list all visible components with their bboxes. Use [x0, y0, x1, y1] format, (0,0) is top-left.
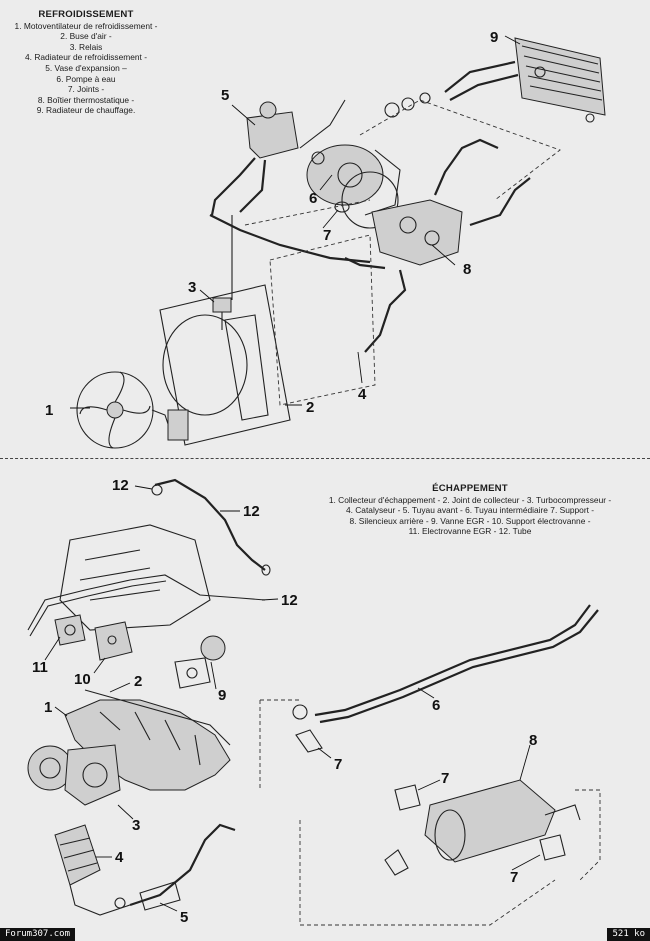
egr-solenoid — [54, 614, 86, 646]
cooling-callout: 8 — [463, 261, 471, 278]
egr-tube — [27, 478, 271, 637]
cooling-item: 7. Joints - — [67, 84, 105, 95]
cooling-item: 2. Buse d'air - — [60, 31, 112, 42]
exhaust-supports — [295, 729, 566, 876]
exhaust-callout: 12 — [243, 503, 260, 520]
cooling-item: 5. Vase d'expansion – — [45, 62, 127, 73]
cooling-callout: 3 — [188, 279, 196, 296]
cooling-item: 8. Boîtier thermostatique - — [37, 94, 135, 105]
expansion-tank — [210, 99, 346, 216]
cooling-item: 1. Motoventilateur de refroidissement - — [14, 20, 158, 31]
cooling-item: 4. Radiateur de refroidissement - — [25, 52, 147, 63]
exhaust-line: 1. Collecteur d'échappement - 2. Joint d… — [328, 494, 612, 505]
relay — [212, 297, 232, 330]
exhaust-callout: 11 — [32, 659, 48, 676]
cooling-legend: REFROIDISSEMENT 1. Motoventilateur de re… — [0, 9, 172, 116]
file-size-label: 521 ko — [607, 928, 650, 941]
exhaust-line: 4. Catalyseur - 5. Tuyau avant - 6. Tuya… — [345, 505, 595, 516]
exhaust-callout: 4 — [115, 849, 124, 866]
engine-block-ghost — [59, 524, 211, 631]
rear-silencer — [424, 779, 581, 863]
cooling-title: REFROIDISSEMENT — [38, 9, 134, 20]
exhaust-callout: 8 — [529, 732, 537, 749]
exhaust-callout: 12 — [281, 592, 298, 609]
cooling-callout: 2 — [306, 399, 314, 416]
exhaust-line: 8. Silencieux arrière - 9. Vanne EGR - 1… — [349, 515, 591, 526]
front-pipe — [114, 823, 236, 911]
air-shroud — [159, 284, 291, 446]
egr-valve — [174, 635, 226, 689]
exhaust-callout: 2 — [134, 673, 142, 690]
catalytic-converter — [54, 824, 131, 916]
cooling-item: 6. Pompe à eau — [56, 73, 116, 84]
cooling-radiator — [244, 99, 561, 406]
exhaust-callout: 1 — [44, 699, 52, 716]
cooling-item: 9. Radiateur de chauffage. — [36, 105, 136, 116]
cooling-item: 3. Relais — [69, 41, 103, 52]
cooling-callout: 6 — [309, 190, 317, 207]
section-divider — [0, 458, 650, 459]
fan-motor — [76, 371, 189, 449]
exhaust-title: ÉCHAPPEMENT — [432, 483, 508, 494]
exhaust-callout: 9 — [218, 687, 226, 704]
exhaust-callout: 12 — [112, 477, 129, 494]
cooling-callouts: 1 2 3 4 5 6 7 8 9 — [45, 29, 521, 419]
solenoid-bracket — [94, 621, 133, 661]
cooling-callout: 1 — [45, 402, 53, 419]
exhaust-callouts: 12 12 12 11 10 9 1 2 3 4 5 6 7 7 7 8 — [32, 477, 541, 926]
exhaust-callout: 7 — [334, 756, 342, 773]
cooling-callout: 9 — [490, 29, 498, 46]
exhaust-line: 11. Electrovanne EGR - 12. Tube — [408, 526, 532, 537]
exhaust-callout: 7 — [441, 770, 449, 787]
turbocharger — [27, 744, 121, 806]
source-watermark: Forum307.com — [0, 928, 76, 941]
exhaust-callout: 5 — [180, 909, 188, 926]
thermostat-housing — [371, 138, 531, 266]
cooling-callout: 7 — [323, 227, 331, 244]
exhaust-callout: 6 — [432, 697, 440, 714]
cooling-callout: 5 — [221, 87, 229, 104]
cooling-callout: 4 — [358, 386, 367, 403]
exhaust-legend: ÉCHAPPEMENT 1. Collecteur d'échappement … — [300, 483, 640, 537]
heater-radiator — [444, 37, 606, 123]
intermediate-pipe — [292, 604, 599, 724]
routing-dash-lines — [259, 699, 601, 926]
exhaust-callout: 10 — [74, 671, 91, 688]
water-pump — [306, 144, 401, 229]
hoses — [209, 214, 407, 353]
exhaust-callout: 7 — [510, 869, 518, 886]
exhaust-callout: 3 — [132, 817, 140, 834]
